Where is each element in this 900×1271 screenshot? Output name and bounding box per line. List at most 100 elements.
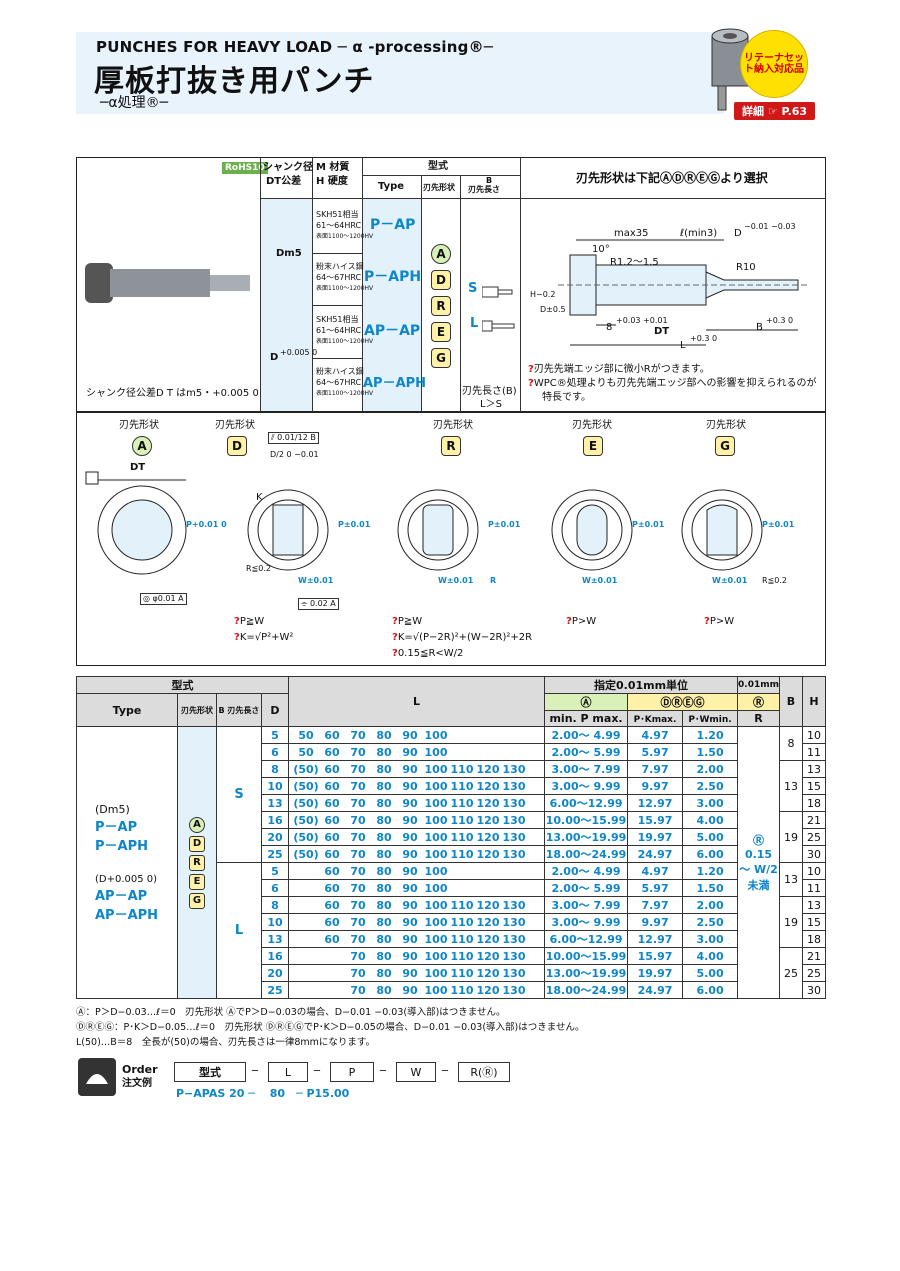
d-r: R≦0.2: [246, 564, 271, 573]
title-en: PUNCHES FOR HEAVY LOAD ─ α -processing®─: [96, 38, 494, 56]
d-cell: 13: [261, 930, 289, 948]
h-cell: 15: [802, 913, 826, 931]
dwg-lmin: ℓ(min3): [680, 228, 718, 239]
dwg-r12: R1.2～1.5: [610, 257, 659, 268]
th-unit2: 0.01mm: [737, 676, 780, 694]
order-dash3: ─: [380, 1066, 387, 1077]
note-3: L(50)…B＝8 全長が(50)の場合、刃先長さは一律8mmになります。: [76, 1037, 375, 1048]
r-r: R: [490, 576, 497, 585]
th-pk: P･Kmax.: [627, 710, 684, 727]
d-plus: D: [270, 352, 279, 363]
th-h: H: [802, 676, 826, 727]
table-shape-tag: E: [189, 873, 205, 890]
note-1: Ⓐ：P＞D−0.03…ℓ＝0 刃先形状 ⒶでP＞D−0.03の場合、D−0.01…: [76, 1007, 506, 1018]
g-r: R≦0.2: [762, 576, 787, 585]
shapes-block: [76, 412, 826, 666]
shape-e-tag: E: [583, 436, 603, 456]
p-cell: 6.00～12.99: [544, 794, 629, 812]
b-cell: 19: [779, 896, 803, 948]
pk-cell: 15.97: [627, 811, 684, 829]
pw-cell: 1.50: [682, 743, 739, 761]
th-dreg: ⒹⓇⒺⒼ: [627, 693, 739, 711]
d-m5: Dm5: [276, 248, 302, 259]
dwg-btol: +0.3 0: [766, 316, 794, 325]
r-w: W±0.01: [438, 576, 474, 585]
shape-e-label: 刃先形状: [572, 420, 612, 431]
d-cell: 13: [261, 794, 289, 812]
d-cell: 25: [261, 845, 289, 863]
d-cell: 20: [261, 828, 289, 846]
order-box-r: R(Ⓡ): [458, 1062, 510, 1082]
b-cell: 13: [779, 760, 803, 812]
pw-cell: 3.00: [682, 930, 739, 948]
dwg-r10: R10: [736, 262, 756, 273]
blade-cell: S: [216, 726, 262, 863]
th-shape: 刃先形状: [177, 693, 217, 727]
d-cell: 16: [261, 811, 289, 829]
pw-cell: 5.00: [682, 828, 739, 846]
p-cell: 2.00～ 4.99: [544, 726, 629, 744]
col-shank: シャンク径: [263, 162, 313, 173]
col-tol: DT公差: [266, 176, 302, 187]
h-cell: 30: [802, 845, 826, 863]
shape-tag-d: D: [431, 270, 451, 290]
punch-drawing: [558, 239, 808, 346]
p-cell: 3.00～ 7.99: [544, 896, 629, 914]
h-cell: 18: [802, 930, 826, 948]
d-cell: 5: [261, 862, 289, 880]
left-apap: AP－AP: [95, 888, 148, 904]
dwg-8: 8: [606, 322, 613, 333]
th-minp: min. P max.: [544, 710, 629, 727]
blade-note2: L＞S: [480, 399, 502, 410]
spec-note1: ?刃先先端エッジ部に微小Rがつきます。: [528, 364, 710, 375]
dwg-ltol: +0.3 0: [690, 334, 718, 343]
a-dt: DT: [130, 462, 146, 473]
d-sym: ⌯ 0.02 A: [298, 598, 339, 610]
d-cell: 10: [261, 913, 289, 931]
left-dm5: (Dm5): [95, 802, 130, 816]
p-cell: 10.00～15.99: [544, 811, 629, 829]
surf4: 表面1100～1200HV: [316, 390, 374, 397]
badge-page-link[interactable]: 詳細 ☞ P.63: [734, 102, 816, 120]
left-dplus: (D+0.005 0): [95, 873, 158, 885]
shape-d-label: 刃先形状: [215, 420, 255, 431]
pw-cell: 6.00: [682, 981, 739, 999]
blade-s: S: [468, 281, 478, 296]
d-cell: 5: [261, 726, 289, 744]
pw-cell: 2.00: [682, 896, 739, 914]
pw-cell: 2.50: [682, 913, 739, 931]
cond-e: ?P>W: [566, 616, 597, 627]
left-pap: P－AP: [95, 819, 138, 835]
pw-cell: 4.00: [682, 947, 739, 965]
g-p: P±0.01: [762, 520, 795, 529]
surf1: 表面1100～1200HV: [316, 233, 374, 240]
shape-d-tag: D: [227, 436, 247, 456]
table-shape-tag: R: [189, 854, 205, 871]
e-p: P±0.01: [632, 520, 665, 529]
pk-cell: 24.97: [627, 981, 684, 999]
pk-cell: 5.97: [627, 879, 684, 897]
phone-icon: [78, 1058, 116, 1096]
th-type: Type: [76, 693, 178, 727]
pk-cell: 15.97: [627, 947, 684, 965]
pk-cell: 4.97: [627, 862, 684, 880]
dwg-d05: D±0.5: [540, 305, 566, 314]
p-cell: 13.00～19.99: [544, 828, 629, 846]
spec-note2: ?WPC®処理よりも刃先先端エッジ部への影響を抑えられるのが: [528, 378, 817, 389]
shape-a-label: 刃先形状: [119, 420, 159, 431]
hard2: 64～67HRC: [316, 273, 362, 282]
cond-d2: ?K=√P²+W²: [234, 632, 294, 643]
pw-cell: 3.00: [682, 794, 739, 812]
pk-cell: 19.97: [627, 828, 684, 846]
order-box-w: W: [396, 1062, 436, 1082]
b-cell: 13: [779, 862, 803, 897]
th-d: D: [261, 693, 289, 727]
retainer-badge: リテーナセット納入対応品 詳細 ☞ P.63: [704, 22, 834, 122]
